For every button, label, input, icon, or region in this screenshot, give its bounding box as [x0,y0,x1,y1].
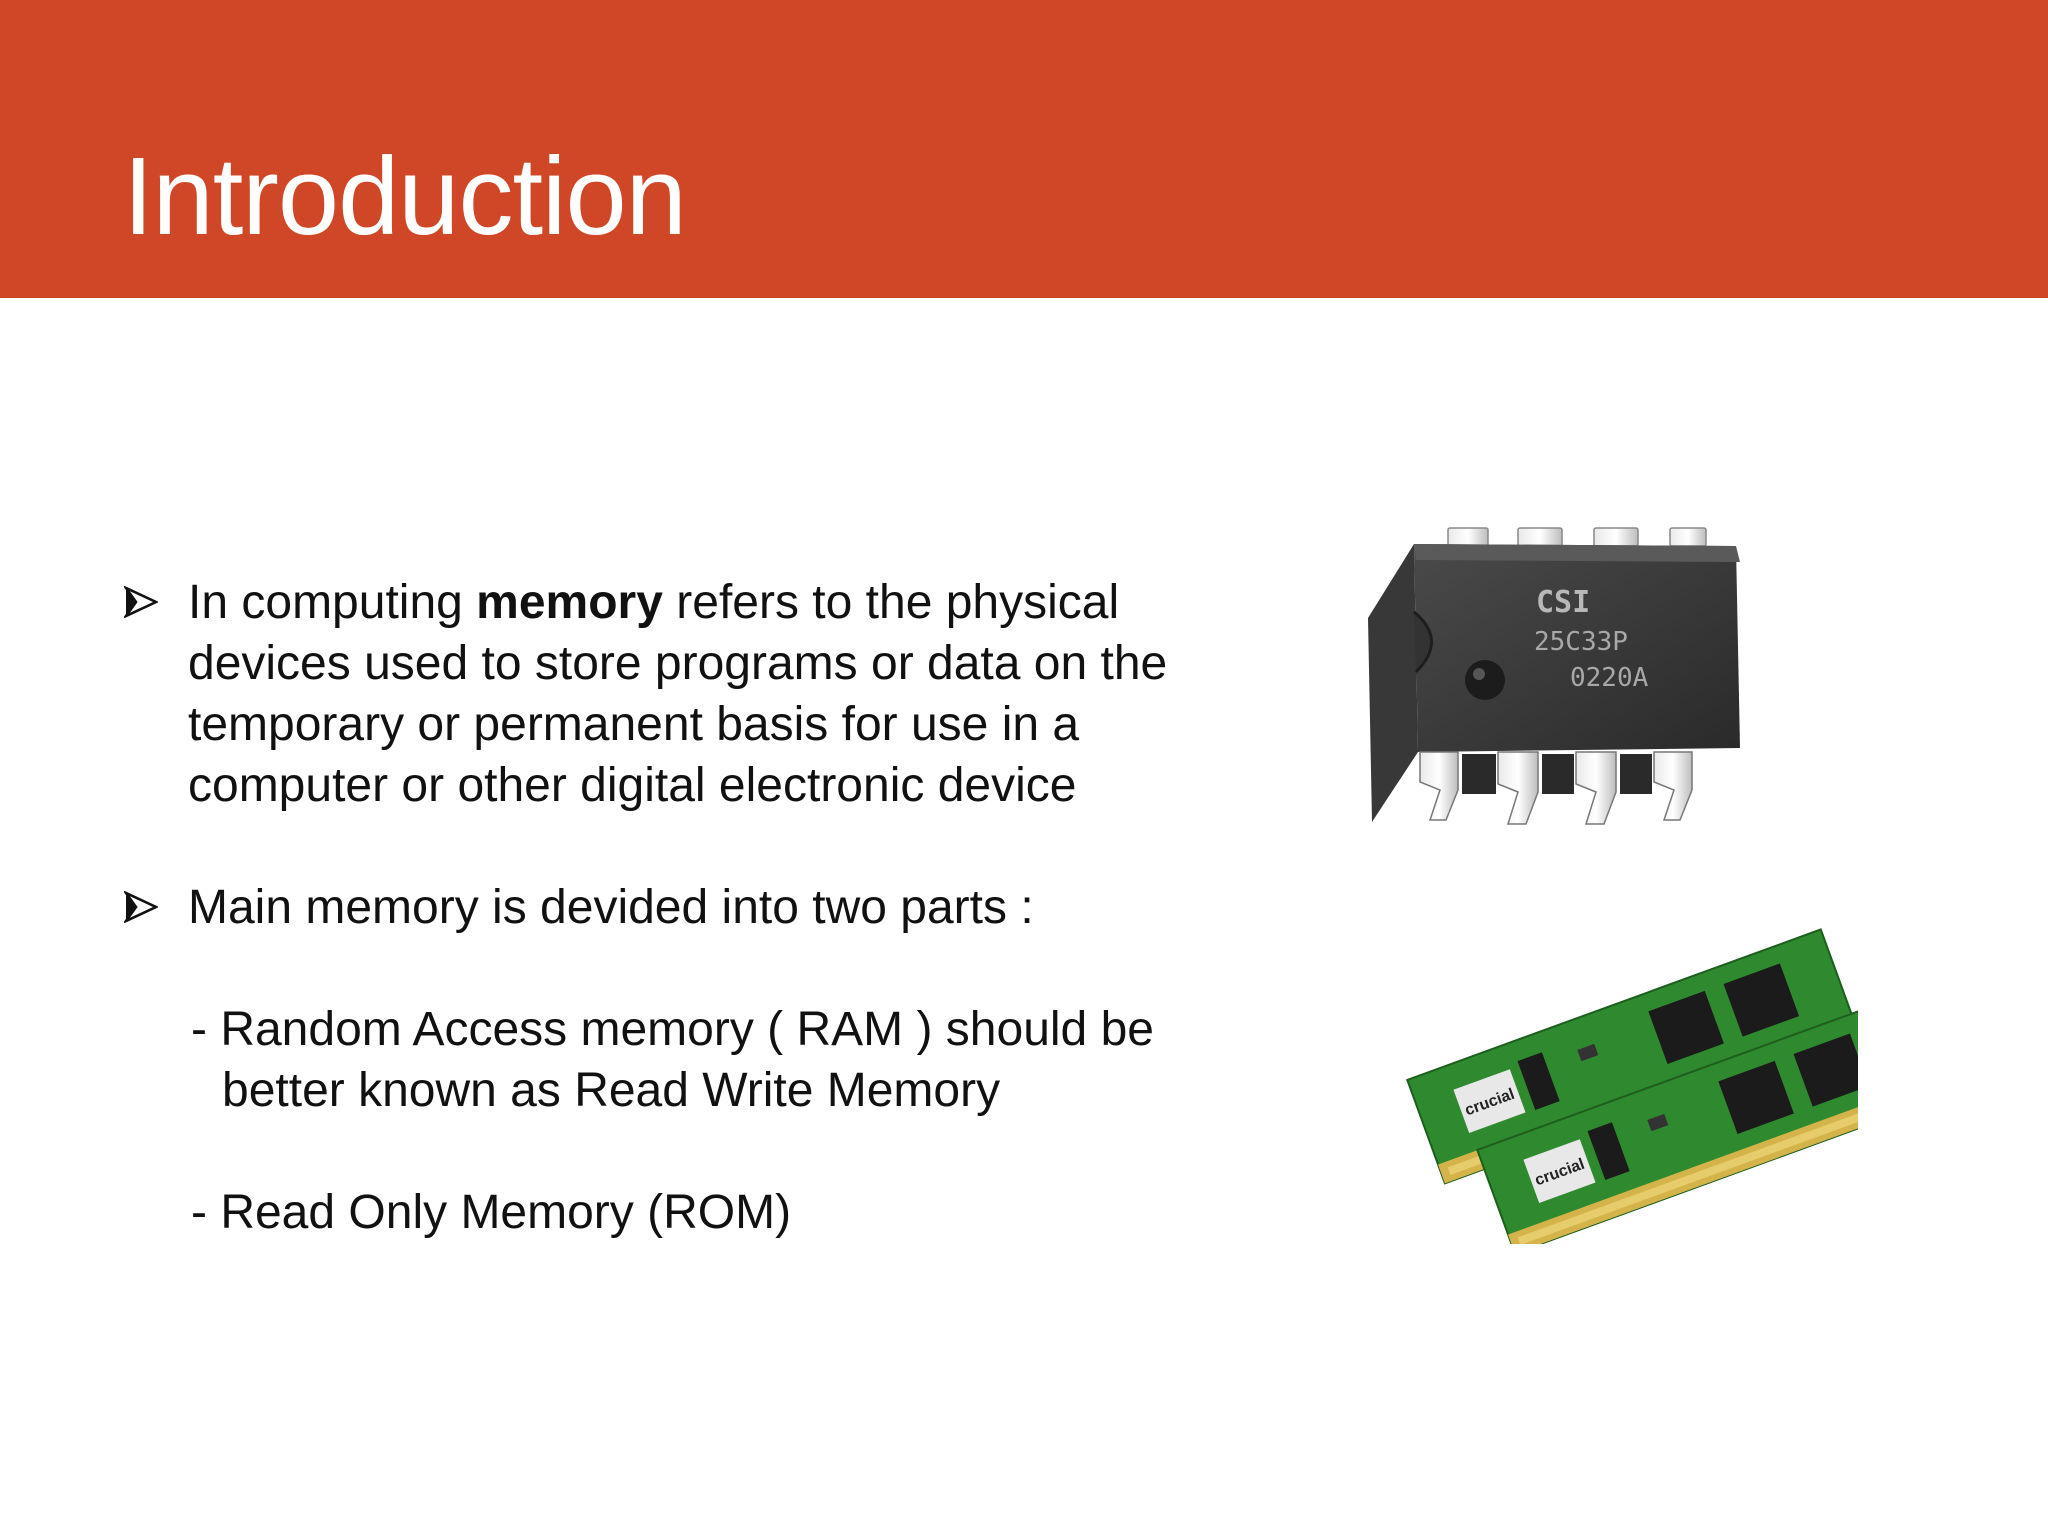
ram-modules-image: crucial crucial [1406,928,1858,1244]
chip-part-label: 25C33P [1534,627,1628,657]
bullet-memory-definition: In computing memory refers to the physic… [122,572,1282,816]
sub-item-ram-line2: better known as Read Write Memory [222,1064,1001,1117]
keyword-memory: memory [476,576,663,629]
bullet-main-memory: Main memory is devided into two parts : [122,877,1282,938]
memory-chip-image: CSI 25C33P 0220A [1368,527,1740,825]
chip-code-label: 0220A [1570,663,1649,693]
arrow-bullet-icon [124,586,158,618]
slide-body: In computing memory refers to the physic… [122,572,1282,1243]
bullet1-line2: devices used to store programs or data o… [188,637,1168,690]
bullet2-text: Main memory is devided into two parts : [188,881,1034,934]
arrow-bullet-icon [124,891,158,923]
slide-title: Introduction [123,135,687,258]
title-banner [0,0,2048,298]
sub-item-ram-line1: - Random Access memory ( RAM ) should be [191,1003,1154,1056]
bullet1-line4: computer or other digital electronic dev… [188,759,1077,812]
sub-item-rom: - Read Only Memory (ROM) [191,1186,792,1239]
chip-brand-label: CSI [1536,585,1590,620]
bullet1-line1: In computing memory refers to the physic… [188,576,1120,629]
bullet1-line3: temporary or permanent basis for use in … [188,698,1080,751]
